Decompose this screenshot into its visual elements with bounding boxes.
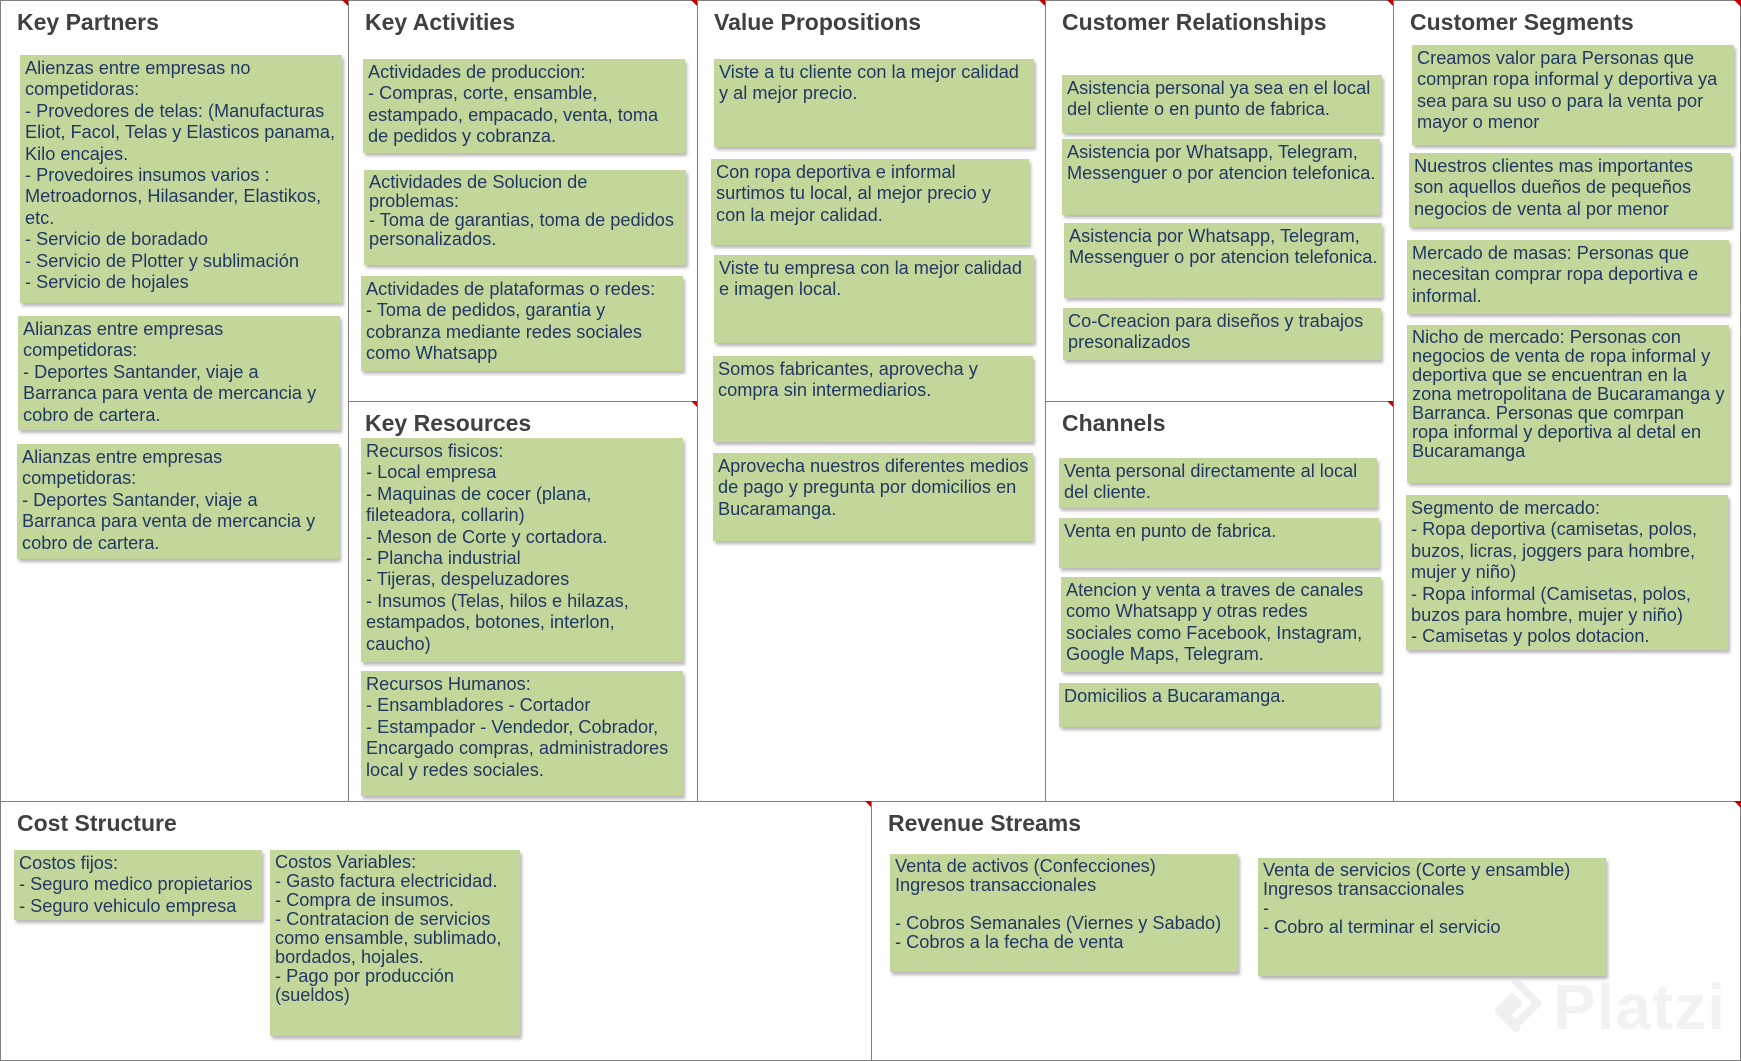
sticky-note[interactable]: Alienzas entre empresas no competidoras:… xyxy=(20,55,342,303)
platzi-watermark: Platzi xyxy=(1485,970,1726,1044)
corner-marker xyxy=(1387,0,1394,7)
value-propositions-block: Value Propositions Viste a tu cliente co… xyxy=(697,0,1046,802)
sticky-note[interactable]: Asistencia por Whatsapp, Telegram, Messe… xyxy=(1062,139,1380,215)
sticky-note[interactable]: Costos fijos: - Seguro medico propietari… xyxy=(14,850,262,920)
corner-marker xyxy=(691,0,698,7)
customer-segments-block: Customer Segments Creamos valor para Per… xyxy=(1393,0,1741,802)
corner-marker xyxy=(1387,401,1394,408)
watermark-text: Platzi xyxy=(1552,971,1726,1043)
corner-marker xyxy=(1039,0,1046,7)
block-title: Customer Segments xyxy=(1410,9,1634,35)
revenue-streams-block: Revenue Streams Venta de activos (Confec… xyxy=(871,801,1741,1061)
sticky-note[interactable]: Actividades de produccion: - Compras, co… xyxy=(363,59,685,153)
block-title: Customer Relationships xyxy=(1062,9,1327,35)
sticky-note[interactable]: Co-Creacion para diseños y trabajos pres… xyxy=(1063,308,1381,360)
sticky-note[interactable]: Creamos valor para Personas que compran … xyxy=(1412,45,1734,145)
key-activities-block: Key Activities Actividades de produccion… xyxy=(348,0,698,402)
sticky-note[interactable]: Costos Variables: - Gasto factura electr… xyxy=(270,850,520,1036)
sticky-note[interactable]: Venta de servicios (Corte y ensamble) In… xyxy=(1258,858,1606,976)
sticky-note[interactable]: Aprovecha nuestros diferentes medios de … xyxy=(713,453,1033,541)
sticky-note[interactable]: Mercado de masas: Personas que necesitan… xyxy=(1407,240,1729,314)
sticky-note[interactable]: Segmento de mercado: - Ropa deportiva (c… xyxy=(1406,495,1728,650)
sticky-note[interactable]: Domicilios a Bucaramanga. xyxy=(1059,683,1379,727)
sticky-note[interactable]: Actividades de plataformas o redes: - To… xyxy=(361,276,683,371)
sticky-note[interactable]: Alianzas entre empresas competidoras: - … xyxy=(17,444,339,559)
block-title: Value Propositions xyxy=(714,9,922,35)
corner-marker xyxy=(1734,0,1741,7)
block-title: Channels xyxy=(1062,410,1166,436)
platzi-logo-icon xyxy=(1494,977,1542,1033)
corner-marker xyxy=(691,401,698,408)
sticky-note[interactable]: Atencion y venta a traves de canales com… xyxy=(1061,577,1381,672)
block-title: Revenue Streams xyxy=(888,810,1082,836)
corner-marker xyxy=(865,801,872,808)
sticky-note[interactable]: Alianzas entre empresas competidoras: - … xyxy=(18,316,340,430)
block-title: Key Partners xyxy=(17,9,159,35)
sticky-note[interactable]: Recursos Humanos: - Ensambladores - Cort… xyxy=(361,671,683,796)
sticky-note[interactable]: Nicho de mercado: Personas con negocios … xyxy=(1407,325,1729,483)
cost-structure-block: Cost Structure Costos fijos: - Seguro me… xyxy=(0,801,872,1061)
sticky-note[interactable]: Venta en punto de fabrica. xyxy=(1059,518,1379,568)
channels-block: Channels Venta personal directamente al … xyxy=(1045,401,1394,802)
sticky-note[interactable]: Nuestros clientes mas importantes son aq… xyxy=(1409,153,1731,227)
key-partners-block: Key Partners Alienzas entre empresas no … xyxy=(0,0,349,802)
block-title: Key Activities xyxy=(365,9,515,35)
sticky-note[interactable]: Con ropa deportiva e informal surtimos t… xyxy=(711,159,1029,245)
sticky-note[interactable]: Somos fabricantes, aprovecha y compra si… xyxy=(713,356,1033,442)
corner-marker xyxy=(1734,801,1741,808)
sticky-note[interactable]: Asistencia por Whatsapp, Telegram, Messe… xyxy=(1064,223,1382,298)
sticky-note[interactable]: Venta personal directamente al local del… xyxy=(1059,458,1377,508)
block-title: Cost Structure xyxy=(17,810,177,836)
sticky-note[interactable]: Viste a tu cliente con la mejor calidad … xyxy=(714,59,1034,147)
sticky-note[interactable]: Asistencia personal ya sea en el local d… xyxy=(1062,75,1382,133)
sticky-note[interactable]: Recursos fisicos: - Local empresa - Maqu… xyxy=(361,438,683,662)
sticky-note[interactable]: Venta de activos (Confecciones) Ingresos… xyxy=(890,854,1238,972)
key-resources-block: Key Resources Recursos fisicos: - Local … xyxy=(348,401,698,802)
block-title: Key Resources xyxy=(365,410,532,436)
corner-marker xyxy=(342,0,349,7)
customer-relationships-block: Customer Relationships Asistencia person… xyxy=(1045,0,1394,402)
sticky-note[interactable]: Actividades de Solucion de problemas: - … xyxy=(364,170,686,265)
sticky-note[interactable]: Viste tu empresa con la mejor calidad e … xyxy=(714,255,1034,343)
